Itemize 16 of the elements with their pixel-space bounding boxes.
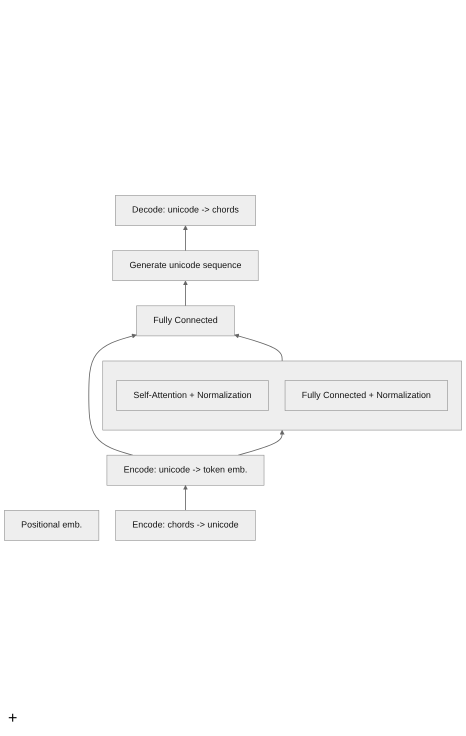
node-box: Fully Connected + Normalization — [284, 380, 448, 411]
node-box: Encode: chords -> unicode — [115, 510, 256, 541]
plus-sign: + — [8, 710, 18, 727]
arrow — [183, 225, 188, 252]
cluster — [102, 360, 462, 430]
node-box: Generate unicode sequence — [112, 250, 258, 282]
arrow — [183, 485, 188, 511]
arrow — [88, 334, 137, 456]
arrow — [183, 280, 188, 306]
node-box: Positional emb. — [4, 510, 100, 541]
node-box: Fully Connected — [136, 306, 235, 336]
node-box: Decode: unicode -> chords — [115, 195, 256, 226]
node-box: Self-Attention + Normalization — [116, 380, 269, 411]
node-box: Encode: unicode -> token emb. — [106, 454, 264, 486]
arrow — [238, 430, 285, 456]
arrow — [234, 334, 283, 362]
